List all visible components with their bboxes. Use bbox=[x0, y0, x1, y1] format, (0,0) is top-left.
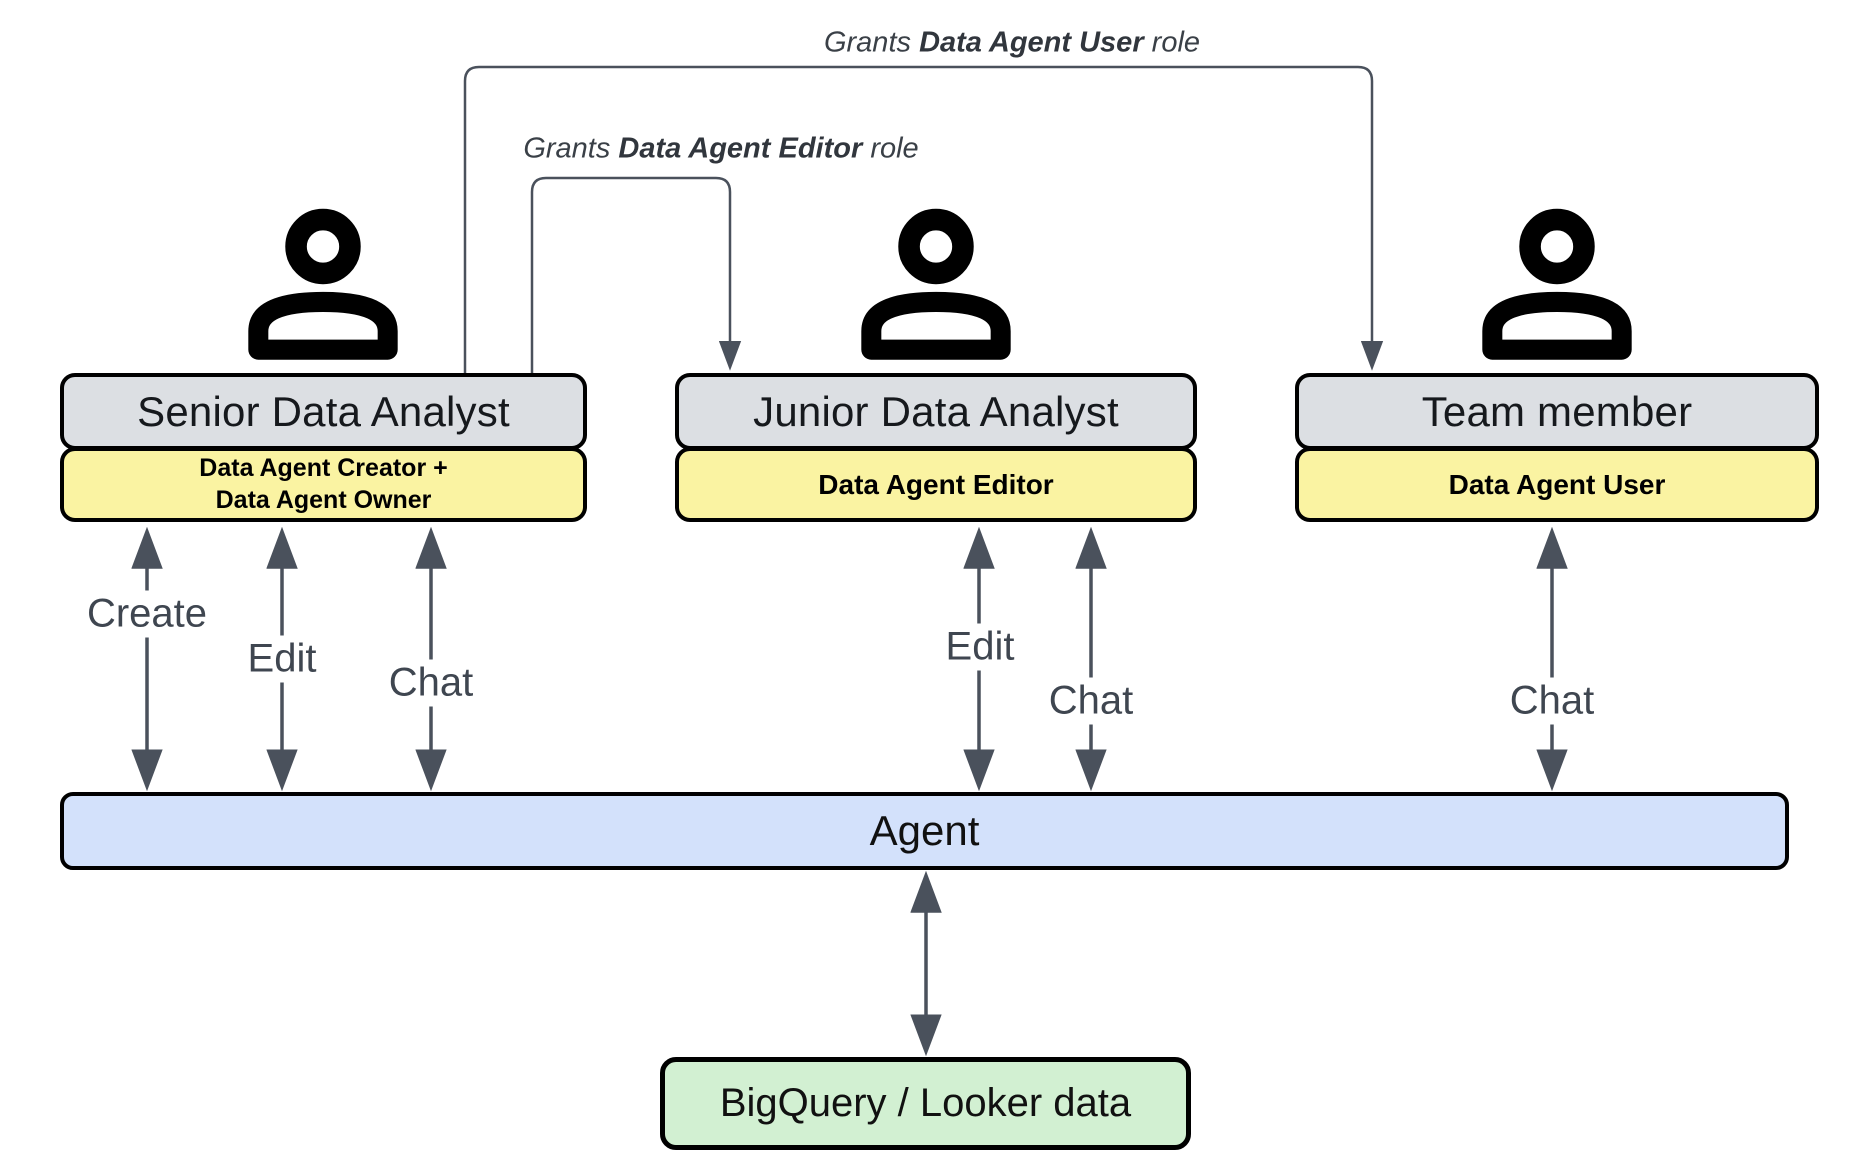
person-icon bbox=[1482, 208, 1632, 360]
grants-user-role: Data Agent User bbox=[919, 26, 1144, 59]
agent-bar: Agent bbox=[60, 792, 1789, 870]
grants-editor-role: Data Agent Editor bbox=[618, 132, 863, 165]
grants-editor-suffix: role bbox=[870, 132, 919, 165]
grants-editor-prefix: Grants bbox=[523, 132, 611, 165]
actor-card-junior: Junior Data Analyst Data Agent Editor bbox=[675, 373, 1197, 522]
grants-user-suffix: role bbox=[1151, 26, 1201, 59]
actor-card-team: Team member Data Agent User bbox=[1295, 373, 1819, 522]
actor-role-badge: Data Agent User bbox=[1295, 447, 1819, 522]
grants-user-prefix: Grants bbox=[823, 26, 911, 59]
action-label-team-chat: Chat bbox=[1502, 677, 1602, 725]
actor-title: Junior Data Analyst bbox=[675, 373, 1197, 450]
person-icon bbox=[248, 208, 398, 360]
grants-editor-label: Grants Data Agent Editor role bbox=[523, 133, 918, 166]
actor-title: Team member bbox=[1295, 373, 1819, 450]
actor-role-badge: Data Agent Creator + Data Agent Owner bbox=[60, 447, 587, 522]
actor-title: Senior Data Analyst bbox=[60, 373, 587, 450]
action-label-create: Create bbox=[79, 590, 215, 638]
grants-editor-connector bbox=[530, 176, 742, 373]
grants-user-connector bbox=[463, 65, 1384, 373]
action-label-senior-chat: Chat bbox=[381, 659, 481, 707]
action-label-junior-edit: Edit bbox=[938, 623, 1022, 671]
grants-user-label: Grants Data Agent User role bbox=[824, 27, 1200, 60]
person-icon bbox=[861, 208, 1011, 360]
action-label-senior-edit: Edit bbox=[240, 635, 324, 683]
action-label-junior-chat: Chat bbox=[1041, 677, 1141, 725]
datastore-box: BigQuery / Looker data bbox=[660, 1057, 1191, 1150]
actor-card-senior: Senior Data Analyst Data Agent Creator +… bbox=[60, 373, 587, 522]
actor-role-badge: Data Agent Editor bbox=[675, 447, 1197, 522]
